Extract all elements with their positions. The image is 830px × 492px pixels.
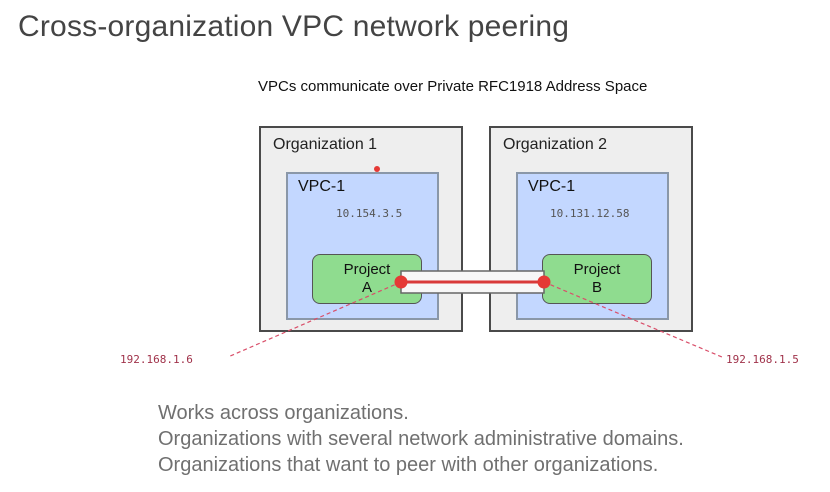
- project-b-line2: B: [591, 279, 602, 296]
- vpc-a-box: VPC-1 10.154.3.5 Project A: [286, 172, 439, 320]
- vpc-b-label: VPC-1: [528, 178, 576, 195]
- ip-right-label: 192.168.1.5: [726, 353, 799, 366]
- slide-title: Cross-organization VPC network peering: [18, 10, 570, 43]
- organization-2-label: Organization 2: [503, 136, 608, 153]
- project-a-box: Project A: [312, 254, 422, 304]
- organization-1-box: Organization 1 VPC-1 10.154.3.5 Project …: [259, 126, 463, 332]
- project-b-line1: Project: [573, 261, 621, 278]
- note-item: Works across organizations.: [158, 402, 409, 424]
- ip-left-label: 192.168.1.6: [120, 353, 193, 366]
- vpc-a-label: VPC-1: [298, 178, 346, 195]
- vpc-a-ip: 10.154.3.5: [336, 207, 403, 220]
- diagram-subtitle: VPCs communicate over Private RFC1918 Ad…: [258, 78, 648, 95]
- project-a-line2: A: [361, 279, 372, 296]
- organization-2-box: Organization 2 VPC-1 10.131.12.58 Projec…: [489, 126, 693, 332]
- vpc-b-box: VPC-1 10.131.12.58 Project B: [516, 172, 669, 320]
- note-item: Organizations that want to peer with oth…: [158, 454, 659, 476]
- vpc-b-ip: 10.131.12.58: [550, 207, 630, 220]
- organization-1-label: Organization 1: [273, 136, 378, 153]
- project-b-box: Project B: [542, 254, 652, 304]
- project-a-line1: Project: [343, 261, 391, 278]
- notes-list: Works across organizations. Organization…: [158, 400, 684, 478]
- note-item: Organizations with several network admin…: [158, 428, 684, 450]
